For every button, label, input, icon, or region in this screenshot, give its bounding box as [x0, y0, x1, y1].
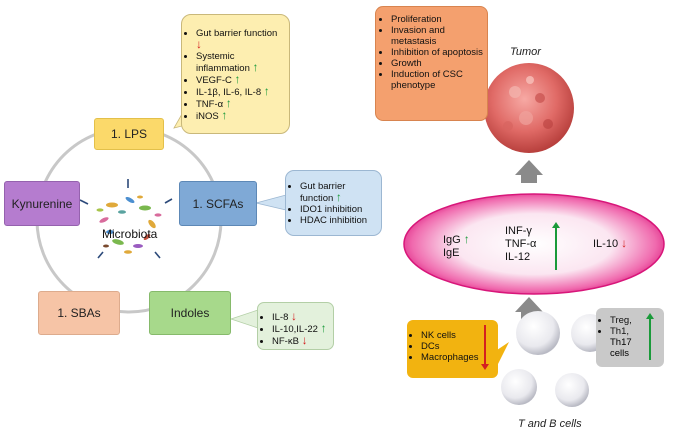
innate-callout-tail [497, 342, 509, 366]
th1-up-bar-icon [555, 226, 557, 270]
tumor-icon [484, 63, 574, 153]
node-lps: 1. LPS [94, 118, 164, 150]
lps-effect-item: Systemic inflammation ↑ [196, 51, 285, 74]
scfa-effect-item: Gut barrier function ↑ [300, 181, 378, 204]
scfa-callout-tail [255, 194, 287, 211]
lps-effect-item: TNF-α ↑ [196, 96, 285, 110]
indole-callout-tail [229, 309, 259, 329]
th1-up-head-icon [552, 222, 560, 228]
node-scfas: 1. SCFAs [179, 181, 257, 226]
lps-effect-item: VEGF-C ↑ [196, 72, 285, 86]
indole-effect-item: IL-10,IL-22 ↑ [272, 321, 331, 335]
microbiota-cluster-icon [96, 195, 162, 254]
scfa-effects-callout: Gut barrier function ↑ IDO1 inhibition H… [285, 170, 382, 236]
lps-effects-callout: Gut barrier function ↓ Systemic inflamma… [181, 14, 290, 134]
tumor-effects-box: Proliferation Invasion and metastasis In… [375, 6, 488, 121]
node-sbas: 1. SBAs [38, 291, 120, 335]
node-kynurenine: Kynurenine [4, 181, 80, 226]
tumor-effect-item: Invasion and metastasis [391, 25, 483, 47]
indole-effect-item: NF-κB ↓ [272, 333, 331, 347]
immune-cells-icon [501, 311, 609, 407]
innate-down-head-icon [481, 364, 489, 370]
innate-cell-item: NK cells [421, 330, 495, 341]
node-indoles: Indoles [149, 291, 231, 335]
down-arrow-icon: ↓ [621, 236, 628, 250]
reg-cell-item: Th1, [610, 326, 661, 337]
reg-up-bar-icon [649, 318, 651, 360]
lps-effect-item: iNOS ↑ [196, 108, 285, 122]
up-arrow-icon: ↑ [463, 232, 470, 246]
t-and-b-cells-label: T and B cells [518, 418, 582, 430]
microbiota-label: Microbiota [102, 227, 158, 241]
indole-effects-callout: IL-8 ↓ IL-10,IL-22 ↑ NF-κB ↓ [257, 302, 334, 350]
down-arrow-icon: ↓ [196, 37, 202, 51]
immunoglobulin-list: IgG ↑ IgE [443, 232, 470, 259]
tumor-label: Tumor [510, 46, 541, 58]
innate-down-bar-icon [484, 325, 486, 365]
reg-up-head-icon [646, 313, 654, 319]
tumor-effect-item: Inhibition of apoptosis [391, 47, 483, 58]
reg-cell-item: Th17 [610, 337, 632, 348]
tumor-effect-item: Proliferation [391, 14, 483, 25]
reg-cell-item: cells [610, 348, 630, 359]
scfa-effect-item: HDAC inhibition [300, 215, 378, 226]
microbiota-ticks [79, 179, 173, 259]
up-arrow-icon: ↑ [221, 108, 228, 122]
innate-cell-item: Macrophages [421, 352, 495, 363]
cytokine-pill [403, 193, 665, 295]
indole-effect-item: IL-8 ↓ [272, 309, 331, 323]
il10-label: IL-10 ↓ [593, 236, 628, 250]
down-arrow-icon: ↓ [291, 309, 298, 323]
up-arrow-icon: ↑ [252, 60, 259, 74]
up-arrow-icon: ↑ [335, 190, 342, 204]
up-arrow-icon: ↑ [320, 321, 327, 335]
up-arrow-icon: ↑ [225, 96, 232, 110]
arrow-to-tumor [515, 160, 543, 183]
lps-effect-item: IL-1β, IL-6, IL-8 ↑ [196, 84, 285, 98]
reg-cell-item: Treg, [610, 315, 661, 326]
scfa-effect-item: IDO1 inhibition [300, 204, 378, 215]
lps-effect-item: Gut barrier function ↓ [196, 28, 285, 51]
up-arrow-icon: ↑ [263, 84, 270, 98]
tumor-effect-item: Growth [391, 58, 483, 69]
innate-cell-item: DCs [421, 341, 495, 352]
tumor-effect-item: Induction of CSC phenotype [391, 69, 483, 91]
down-arrow-icon: ↓ [301, 333, 308, 347]
up-arrow-icon: ↑ [234, 72, 241, 86]
th1-cytokine-list: INF-γ TNF-α IL-12 [505, 225, 537, 263]
